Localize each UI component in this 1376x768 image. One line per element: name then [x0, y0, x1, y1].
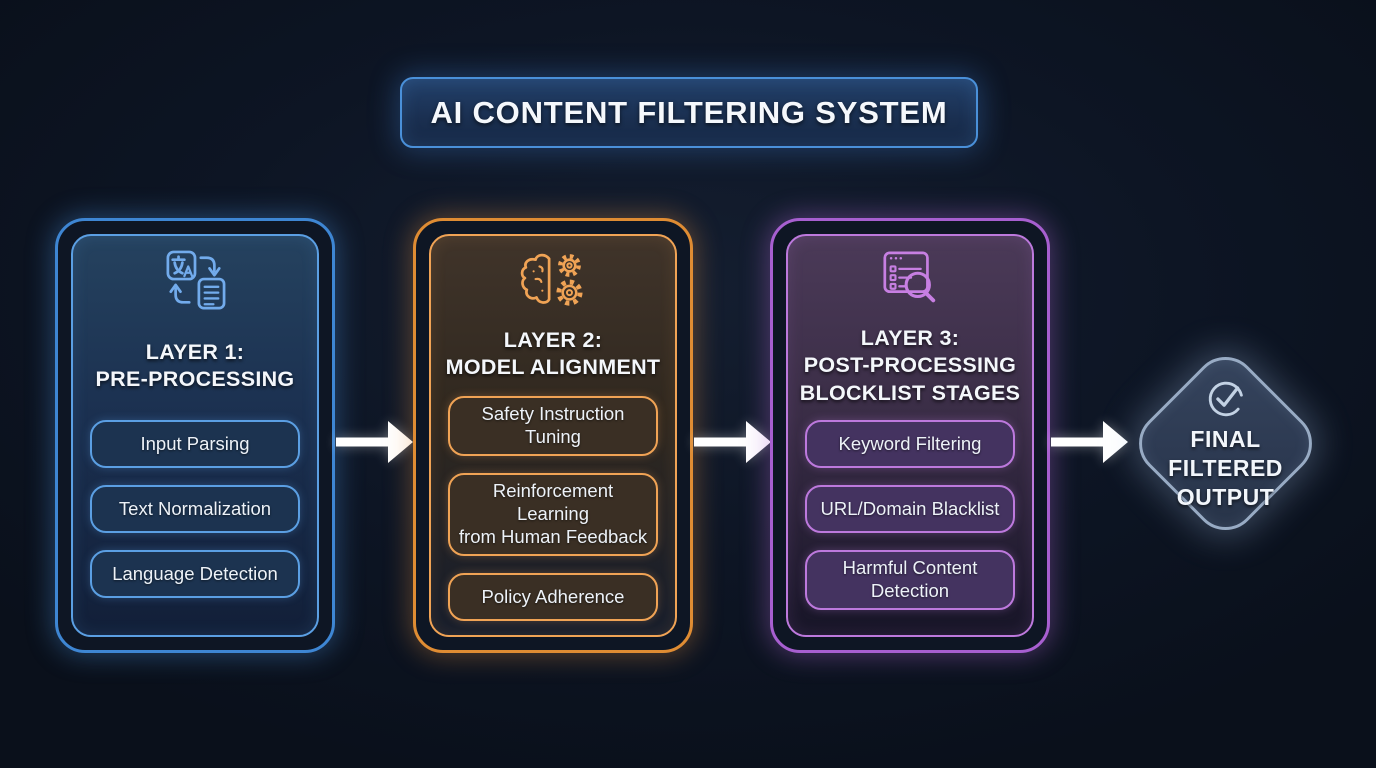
- item-label: Harmful Content Detection: [842, 557, 978, 601]
- layer-2-header: LAYER 2: MODEL ALIGNMENT: [442, 250, 664, 396]
- layer-2-title-line: MODEL ALIGNMENT: [445, 355, 661, 380]
- layer-3-panel: LAYER 3: POST-PROCESSING BLOCKLIST STAGE…: [786, 234, 1034, 637]
- layer-3-title-line: POST-PROCESSING: [803, 353, 1017, 378]
- layer-2-title: LAYER 2: MODEL ALIGNMENT: [446, 312, 661, 396]
- layer-2-card: LAYER 2: MODEL ALIGNMENT Safety Instruct…: [413, 218, 693, 653]
- layer-2-item-policy-adherence: Policy Adherence: [448, 573, 658, 621]
- item-label: Input Parsing: [140, 432, 250, 454]
- layer-1-title: LAYER 1: PRE-PROCESSING: [96, 312, 295, 420]
- layer-1-panel: LAYER 1: PRE-PROCESSING Input Parsing Te…: [71, 234, 319, 637]
- layer-1-header: LAYER 1: PRE-PROCESSING: [84, 250, 306, 420]
- layer-1-card: LAYER 1: PRE-PROCESSING Input Parsing Te…: [55, 218, 335, 653]
- item-label: Reinforcement Learning from Human Feedba…: [458, 480, 648, 548]
- layer-3-item-url-domain-blacklist: URL/Domain Blacklist: [805, 485, 1015, 533]
- layer-2-title-line: LAYER 2:: [503, 328, 603, 353]
- layer-1-title-line: PRE-PROCESSING: [95, 367, 295, 391]
- translation-icon: [155, 250, 235, 312]
- layer-3-items: Keyword Filtering URL/Domain Blacklist H…: [799, 420, 1021, 610]
- final-output-label-line: OUTPUT: [1176, 483, 1274, 510]
- flow-arrow-1: [336, 421, 413, 463]
- item-label: Safety Instruction Tuning: [481, 403, 625, 448]
- diagram-title-box: AI CONTENT FILTERING SYSTEM: [400, 77, 978, 148]
- layer-1-item-input-parsing: Input Parsing: [90, 420, 300, 468]
- layer-2-item-rlhf: Reinforcement Learning from Human Feedba…: [448, 473, 658, 556]
- layer-3-title-line: BLOCKLIST STAGES: [799, 380, 1021, 405]
- list-search-icon: [870, 250, 950, 312]
- diagram-title: AI CONTENT FILTERING SYSTEM: [430, 94, 948, 130]
- brain-gears-icon: [513, 250, 593, 312]
- final-output-node: FINAL FILTERED OUTPUT: [1125, 343, 1325, 543]
- final-output-diamond: FINAL FILTERED OUTPUT: [1125, 343, 1325, 543]
- item-label: Language Detection: [112, 562, 278, 584]
- item-label: URL/Domain Blacklist: [820, 497, 1000, 519]
- layer-1-item-text-normalization: Text Normalization: [90, 485, 300, 533]
- layer-3-item-harmful-content-detection: Harmful Content Detection: [805, 550, 1015, 610]
- layer-3-header: LAYER 3: POST-PROCESSING BLOCKLIST STAGE…: [799, 250, 1021, 420]
- item-label: Keyword Filtering: [838, 432, 982, 454]
- layer-2-item-safety-instruction-tuning: Safety Instruction Tuning: [448, 396, 658, 457]
- flow-arrow-3: [1051, 421, 1128, 463]
- layer-3-title: LAYER 3: POST-PROCESSING BLOCKLIST STAGE…: [800, 312, 1021, 420]
- item-label: Text Normalization: [118, 497, 272, 519]
- flow-arrow-2: [694, 421, 771, 463]
- final-output-label-line: FILTERED: [1167, 454, 1283, 481]
- check-circle-icon: [1207, 381, 1243, 416]
- layer-1-title-line: LAYER 1:: [145, 339, 245, 364]
- layer-3-item-keyword-filtering: Keyword Filtering: [805, 420, 1015, 468]
- layer-1-items: Input Parsing Text Normalization Languag…: [84, 420, 306, 598]
- final-output-label-line: FINAL: [1189, 425, 1261, 452]
- layer-2-items: Safety Instruction Tuning Reinforcement …: [442, 396, 664, 621]
- item-label: Policy Adherence: [481, 585, 625, 607]
- final-output-content: FINAL FILTERED OUTPUT: [1158, 375, 1293, 512]
- layer-3-title-line: LAYER 3:: [860, 326, 960, 351]
- layer-3-card: LAYER 3: POST-PROCESSING BLOCKLIST STAGE…: [770, 218, 1050, 653]
- layer-2-panel: LAYER 2: MODEL ALIGNMENT Safety Instruct…: [429, 234, 677, 637]
- layer-1-item-language-detection: Language Detection: [90, 550, 300, 598]
